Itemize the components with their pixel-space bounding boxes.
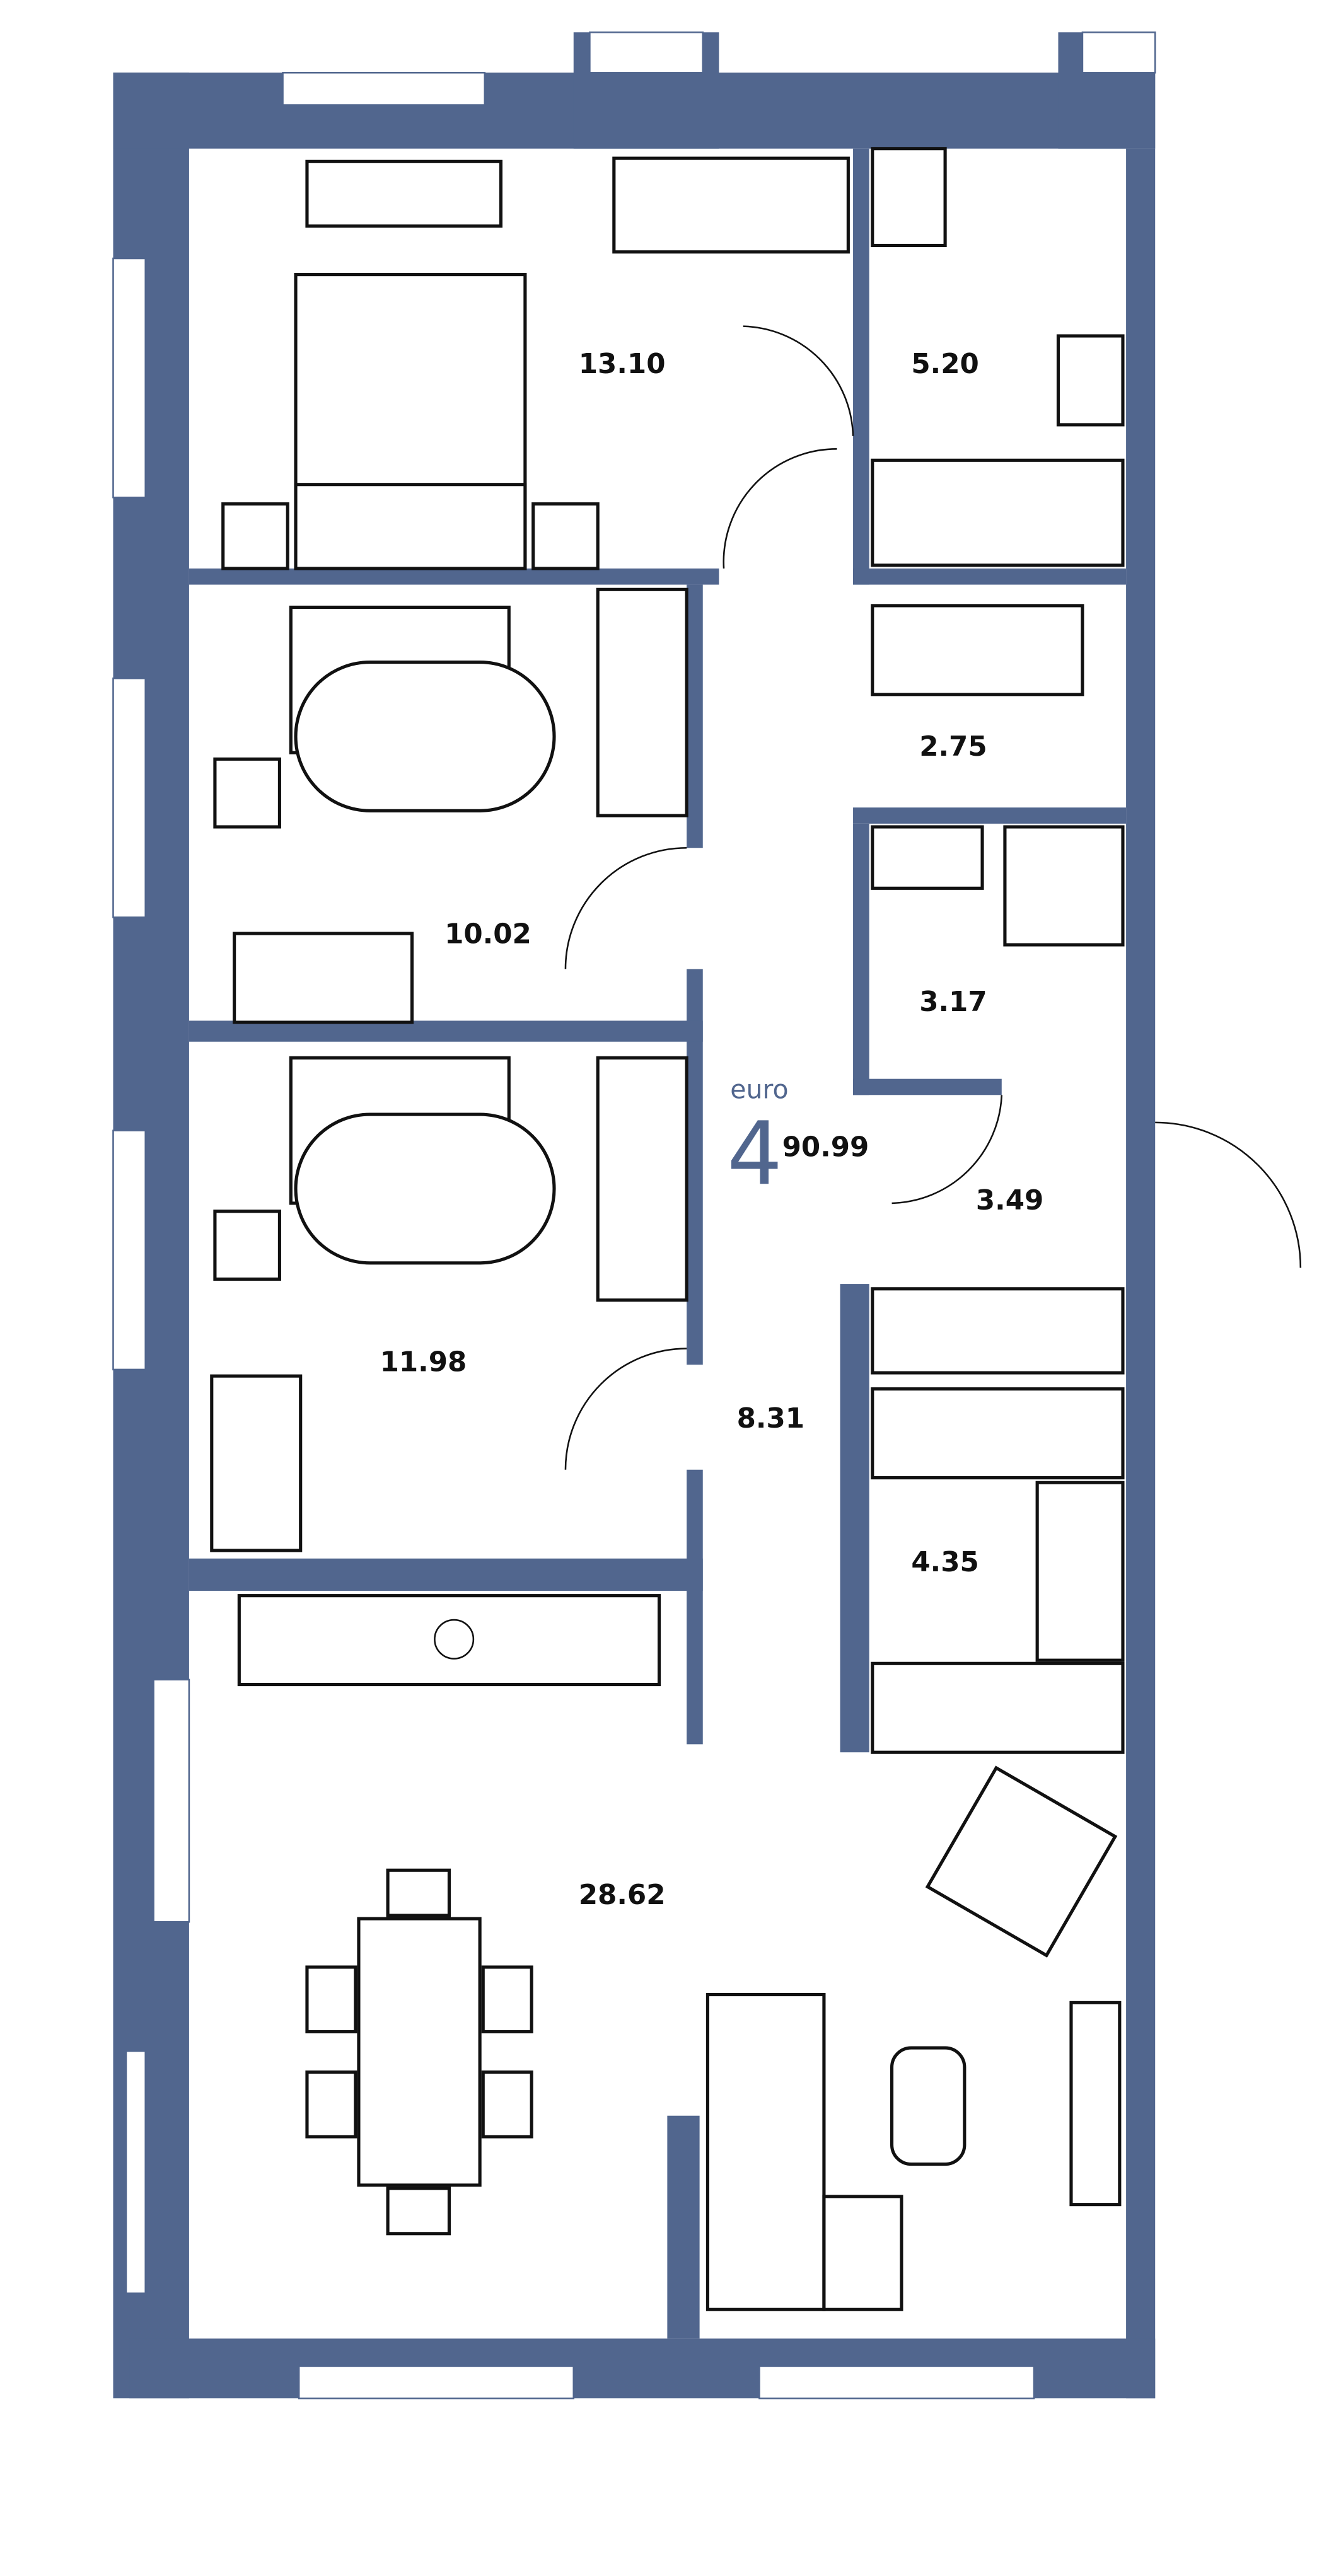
apartment-summary: euro 4 90.99: [727, 1074, 869, 1204]
area-kitchen-living: 28.62: [579, 1880, 666, 1911]
shower: [1003, 825, 1125, 947]
wardrobe-hanger: [612, 156, 850, 254]
washing-machine: [871, 604, 1084, 696]
area-room-2: 10.02: [444, 918, 531, 950]
area-room-3: 11.98: [380, 1346, 467, 1378]
tv: [1069, 2001, 1122, 2207]
bathtub: [871, 458, 1125, 567]
area-corridor: 8.31: [737, 1403, 804, 1435]
area-wc: 3.17: [919, 986, 987, 1018]
armchair: [925, 1765, 1118, 1958]
room-area-labels: 13.10 5.20 2.75 10.02 3.17 3.49 11.98 8.…: [380, 349, 1044, 1911]
tv-stand: [305, 159, 503, 228]
area-bathroom: 5.20: [911, 349, 978, 380]
area-wardrobe: 4.35: [911, 1547, 978, 1578]
type-label: euro: [730, 1074, 788, 1104]
desk: [233, 932, 414, 1024]
rooms-count: 4: [727, 1103, 782, 1204]
kitchen-counter: [237, 1594, 661, 1687]
dining-table: [357, 1917, 482, 2187]
total-area: 90.99: [782, 1132, 869, 1164]
area-hall: 3.49: [976, 1185, 1043, 1216]
furniture: [210, 147, 1302, 2311]
area-bedroom: 13.10: [579, 349, 666, 380]
area-laundry: 2.75: [919, 731, 987, 763]
windows: [112, 31, 1156, 2400]
sofa: [705, 1992, 826, 2311]
